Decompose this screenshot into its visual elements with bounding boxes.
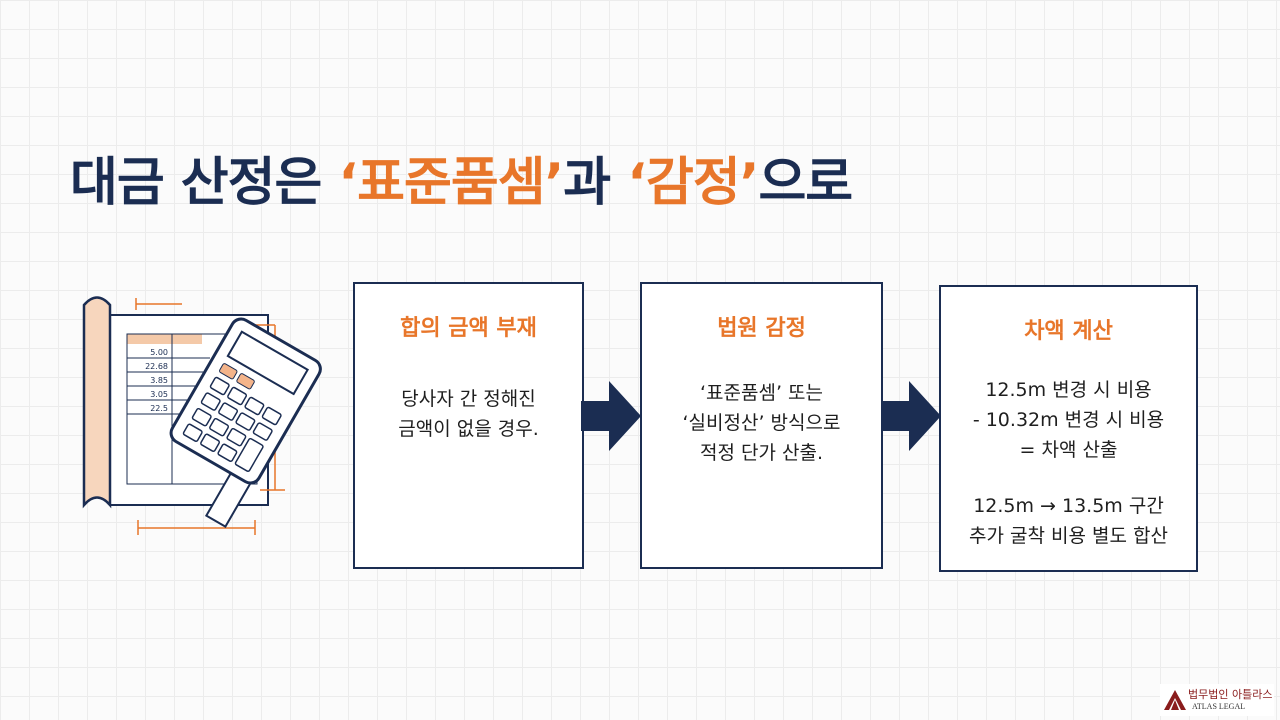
step-text: 당사자 간 정해진 xyxy=(401,388,536,410)
logo-english-text: ATLAS LEGAL xyxy=(1192,702,1246,711)
step-text: 금액이 없을 경우. xyxy=(398,418,539,440)
atlas-legal-logo: 법무법인 아틀라스 ATLAS LEGAL xyxy=(1160,684,1274,716)
title-text: 과 xyxy=(563,153,628,213)
step-text: - 10.32m 변경 시 비용 xyxy=(972,409,1165,431)
title-highlight-appraisal: ‘감정’ xyxy=(627,153,759,213)
step-text: = 차액 산출 xyxy=(1019,439,1118,461)
step-text: 12.5m 변경 시 비용 xyxy=(985,379,1152,401)
title-highlight-standard: ‘표준품셈’ xyxy=(338,153,564,213)
ledger-value: 22.5 xyxy=(150,404,168,413)
ledger-value: 22.68 xyxy=(145,362,168,371)
step-text: ‘실비정산’ 방식으로 xyxy=(682,412,841,434)
ledger-value: 5.00 xyxy=(150,348,168,357)
step-text: ‘표준품셈’ 또는 xyxy=(700,382,823,404)
ledger-value: 3.85 xyxy=(150,376,168,385)
calculator-ledger-illustration: 5.00 22.68 3.85 3.05 22.5 xyxy=(82,296,322,535)
arrow-right-icon xyxy=(881,381,941,451)
step-text: 추가 굴착 비용 별도 합산 xyxy=(969,525,1168,547)
slide-title: 대금 산정은 ‘표준품셈’과 ‘감정’으로 xyxy=(70,140,853,215)
step-heading: 차액 계산 xyxy=(1024,319,1113,344)
title-text: 으로 xyxy=(758,153,853,213)
logo-mark-icon xyxy=(1164,690,1186,710)
step-heading: 법원 감정 xyxy=(717,316,806,341)
step-text: 12.5m → 13.5m 구간 xyxy=(973,495,1164,517)
step-card-no-agreement: 합의 금액 부재 당사자 간 정해진 금액이 없을 경우. xyxy=(353,282,584,569)
step-card-difference-calc: 차액 계산 12.5m 변경 시 비용 - 10.32m 변경 시 비용 = 차… xyxy=(939,285,1198,572)
ledger-value: 3.05 xyxy=(150,390,168,399)
step-card-court-appraisal: 법원 감정 ‘표준품셈’ 또는 ‘실비정산’ 방식으로 적정 단가 산출. xyxy=(640,282,883,569)
title-text: 대금 산정은 xyxy=(70,153,339,213)
logo-korean-text: 법무법인 아틀라스 xyxy=(1188,688,1273,701)
step-text: 적정 단가 산출. xyxy=(700,442,823,464)
arrow-right-icon xyxy=(581,381,641,451)
step-heading: 합의 금액 부재 xyxy=(400,316,537,341)
